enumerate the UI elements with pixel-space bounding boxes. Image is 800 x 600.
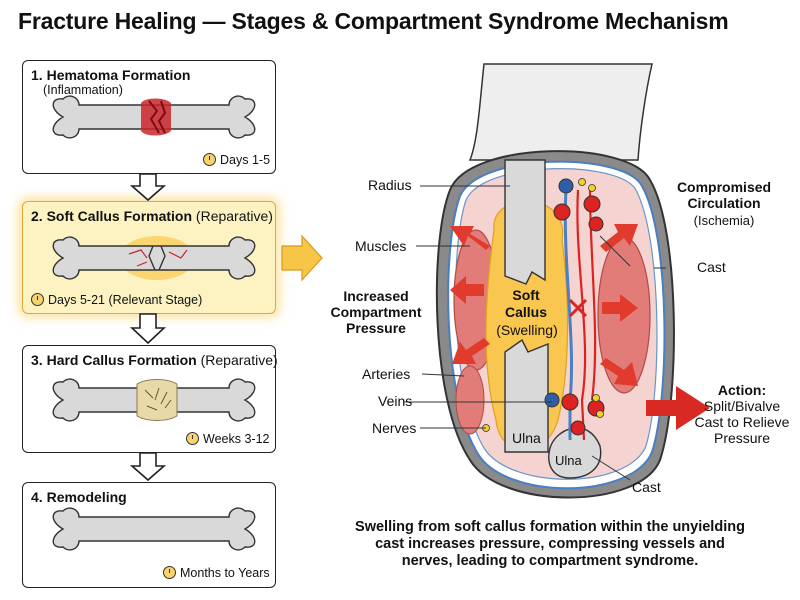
remodeled-bone-icon	[52, 507, 256, 551]
stage-title: 2. Soft Callus Formation (Reparative)	[31, 208, 273, 224]
radius-bone	[504, 159, 546, 285]
stage-remodeling-card: 4. Remodeling Months to Years	[22, 482, 276, 588]
stage-time: Days 5-21 (Relevant Stage)	[31, 293, 202, 307]
clock-icon	[186, 432, 199, 445]
stage-title: 1. Hematoma Formation	[31, 67, 191, 83]
page-title: Fracture Healing — Stages & Compartment …	[18, 8, 729, 34]
label-ischemia: (Ischemia)	[693, 213, 755, 228]
stage-title: 3. Hard Callus Formation (Reparative)	[31, 352, 278, 368]
label-cast-right: Cast	[697, 259, 726, 275]
forearm-cross-section	[404, 63, 710, 499]
vein-icons	[544, 178, 574, 408]
stage-hematoma-card: 1. Hematoma Formation (Inflammation) Day…	[22, 60, 276, 174]
pressure-arrows	[450, 224, 638, 386]
clock-icon	[31, 293, 44, 306]
stage-title: 4. Remodeling	[31, 489, 127, 505]
ulna-bone	[504, 338, 549, 453]
clock-icon	[203, 153, 216, 166]
down-arrow-icon	[129, 452, 167, 482]
right-arrow-icon	[281, 234, 323, 282]
label-action: Action: Split/Bivalve Cast to Relieve Pr…	[694, 382, 790, 446]
stage-time: Days 1-5	[203, 153, 270, 167]
stage-soft-callus-card: 2. Soft Callus Formation (Reparative) Da…	[22, 201, 276, 314]
stage-time: Weeks 3-12	[186, 432, 269, 446]
down-arrow-icon	[129, 313, 167, 345]
label-muscles: Muscles	[355, 238, 407, 254]
fractured-bone-icon	[52, 95, 256, 139]
hard-callus-bone-icon	[52, 378, 256, 422]
caption: Swelling from soft callus formation with…	[355, 519, 745, 569]
label-radius: Radius	[368, 177, 412, 193]
label-increased-pressure: Increased Compartment Pressure	[330, 288, 422, 336]
stage-phase: (Inflammation)	[43, 83, 123, 97]
label-compromised-circulation: Compromised Circulation	[676, 179, 772, 211]
action-arrow-icon	[646, 386, 710, 430]
soft-callus-bone-icon	[52, 236, 256, 280]
clock-icon	[163, 566, 176, 579]
label-ulna-small: Ulna	[555, 453, 582, 468]
label-cast-bottom: Cast	[632, 479, 661, 495]
label-swelling: (Swelling)	[496, 322, 558, 338]
down-arrow-icon	[129, 173, 167, 202]
stage-time: Months to Years	[163, 566, 270, 580]
label-nerves: Nerves	[372, 420, 417, 436]
label-ulna: Ulna	[512, 430, 541, 446]
artery-icons	[553, 195, 605, 436]
label-veins: Veins	[378, 393, 413, 409]
label-arteries: Arteries	[362, 366, 411, 382]
compression-x-icon	[568, 298, 588, 318]
label-soft-callus: Soft Callus	[504, 287, 547, 320]
stage-hard-callus-card: 3. Hard Callus Formation (Reparative) We…	[22, 345, 278, 453]
